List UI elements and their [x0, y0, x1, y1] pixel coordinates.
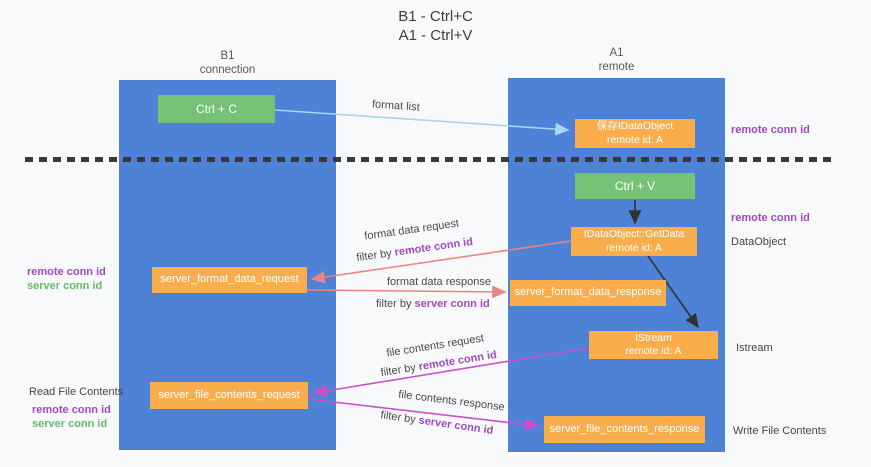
- edge-label-filter-server-1: filter by server conn id: [376, 298, 490, 310]
- column-b1-name: B1: [220, 50, 235, 62]
- column-a1-name: A1: [609, 47, 624, 59]
- node-server-format-data-request: server_format_data_request: [152, 267, 307, 293]
- annotation-remote-conn-id-top-right: remote conn id: [731, 124, 810, 136]
- node-format-request-label: server_format_data_request: [160, 273, 299, 286]
- title-line-1: B1 - Ctrl+C: [398, 8, 473, 25]
- annotation-remote-conn-id-mid-right: remote conn id: [731, 212, 810, 224]
- annotation-write-file-contents: Write File Contents: [733, 425, 827, 437]
- node-file-response-label: server_file_contents_response: [549, 422, 700, 435]
- node-idataobject-getdata: IDataObject::GetData remote id: A: [571, 227, 697, 256]
- node-save-idataobject-line1: 保存IDataObject: [596, 120, 674, 133]
- annotation-remote-conn-id-left-top: remote conn id: [27, 266, 106, 278]
- filter-by-text: filter by: [379, 361, 417, 380]
- server-conn-id-text: server conn id: [417, 414, 495, 437]
- node-istream-line1: IStream: [635, 331, 672, 344]
- remote-conn-id-text: remote conn id: [393, 235, 474, 259]
- node-istream-line2: remote id: A: [625, 345, 682, 357]
- column-b1-role: connection: [199, 64, 256, 76]
- annotation-server-conn-id-left-top: server conn id: [27, 280, 103, 292]
- node-istream: IStream remote id: A: [589, 331, 718, 359]
- column-header-a1: A1 remote: [508, 46, 725, 74]
- node-server-file-contents-response: server_file_contents_response: [544, 416, 705, 443]
- phase-divider-dashed-line: [25, 157, 831, 162]
- edge-label-file-contents-response: file contents response: [397, 388, 506, 414]
- filter-by-text: filter by: [379, 409, 417, 426]
- column-a1-role: remote: [598, 61, 635, 73]
- node-server-format-data-response: server_format_data_response: [510, 280, 666, 306]
- filter-by-text: filter by: [355, 247, 393, 265]
- annotation-dataobject: DataObject: [731, 236, 787, 248]
- diagram-title: B1 - Ctrl+C A1 - Ctrl+V: [0, 7, 871, 45]
- node-ctrl-v-label: Ctrl + V: [614, 179, 656, 193]
- arrow-format-data-response: [306, 285, 507, 299]
- node-ctrl-c-label: Ctrl + C: [195, 102, 237, 116]
- node-server-file-contents-request: server_file_contents_request: [150, 382, 308, 409]
- node-ctrl-c: Ctrl + C: [158, 95, 275, 123]
- edge-label-format-data-response: format data response: [387, 276, 491, 288]
- edge-label-format-list: format list: [371, 98, 421, 114]
- node-ctrl-v: Ctrl + V: [575, 173, 695, 199]
- filter-by-text: filter by: [376, 298, 412, 310]
- node-save-idataobject: 保存IDataObject remote id: A: [575, 119, 695, 148]
- annotation-server-conn-id-left-bottom: server conn id: [32, 418, 108, 430]
- node-getdata-line2: remote id: A: [605, 241, 663, 254]
- edge-label-filter-server-2: filter by server conn id: [380, 409, 494, 437]
- node-format-response-label: server_format_data_response: [514, 286, 662, 299]
- node-file-request-label: server_file_contents_request: [158, 388, 300, 401]
- annotation-read-file-contents: Read File Contents: [29, 386, 124, 398]
- node-getdata-line1: IDataObject::GetData: [583, 228, 685, 241]
- annotation-istream: Istream: [736, 342, 773, 354]
- title-line-2: A1 - Ctrl+V: [398, 27, 473, 44]
- node-save-idataobject-line2: remote id: A: [606, 133, 664, 146]
- annotation-remote-conn-id-left-bottom: remote conn id: [32, 404, 111, 416]
- server-conn-id-text: server conn id: [414, 298, 490, 310]
- column-header-b1: B1 connection: [119, 49, 336, 77]
